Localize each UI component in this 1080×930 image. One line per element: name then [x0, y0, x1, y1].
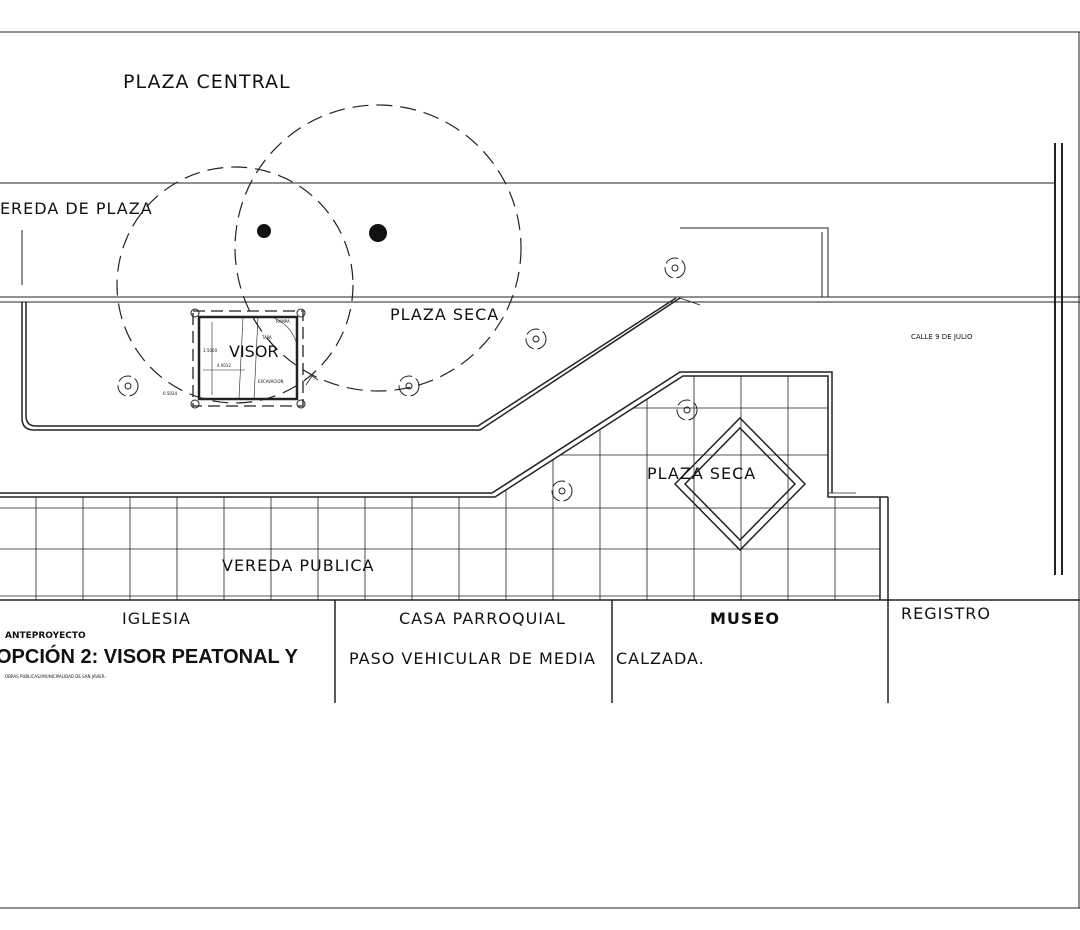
tree-symbol-icon: [664, 257, 686, 279]
tree-center: [683, 406, 691, 414]
tb-registro: REGISTRO: [901, 604, 991, 623]
paving-grid: [0, 376, 880, 600]
tree-symbol-icon: [676, 399, 698, 421]
tb-title-part3: CALZADA.: [616, 649, 705, 668]
tree-symbol-icon: [551, 480, 573, 502]
tree-canopy-circles: [116, 104, 522, 404]
visor-dim-width: 4.0012: [217, 363, 231, 368]
label-vereda-publica: VEREDA PUBLICA: [222, 556, 375, 575]
tree-symbol-icon: [398, 375, 420, 397]
table-lines: [0, 497, 1080, 703]
label-plaza-seca: PLAZA SECA: [390, 305, 500, 324]
lower-plaza-outline: [0, 371, 888, 498]
tb-title-part1: OPCIÓN 2: VISOR PEATONAL Y: [0, 646, 298, 668]
tree-center: [671, 264, 679, 272]
plaza-seca-island: [21, 297, 701, 431]
label-vereda-de-plaza: VEREDA DE PLAZA: [0, 199, 153, 218]
tree-center: [532, 335, 540, 343]
tb-anteproyecto: ANTEPROYECTO: [5, 631, 86, 641]
label-plaza-central: PLAZA CENTRAL: [123, 71, 291, 93]
visor-note: TAPA: [262, 335, 272, 340]
visor-excavacion: EXCAVACION: [258, 379, 284, 384]
tree-symbol-icon: [117, 375, 139, 397]
label-visor: VISOR: [229, 342, 279, 361]
tree-symbol-icon: [525, 328, 547, 350]
tb-iglesia: IGLESIA: [122, 609, 191, 628]
street-lines: [0, 143, 1080, 575]
tree-center: [558, 487, 566, 495]
visor-rampa: RAMPA: [276, 319, 290, 324]
label-calle: CALLE 9 DE JULIO: [911, 333, 973, 341]
tree-trunks: [257, 224, 387, 242]
label-plaza-seca-lower: PLAZA SECA: [647, 464, 757, 483]
tb-casa-parroquial: CASA PARROQUIAL: [399, 609, 566, 628]
small-tree-symbols: [117, 257, 698, 502]
visor-structure: [190, 308, 319, 409]
tree-center: [124, 382, 132, 390]
diamond-planter: [673, 416, 807, 552]
tb-museo: MUSEO: [710, 609, 780, 628]
visor-dim-small: 0.5034: [163, 391, 177, 396]
drawing-frame: [0, 31, 1080, 909]
visor-dim-height: 3.5000: [203, 348, 217, 353]
tb-title-part2: PASO VEHICULAR DE MEDIA: [349, 649, 596, 668]
tree-center: [405, 382, 413, 390]
tb-credit: OBRAS PUBLICAS//MUNICIPALIDAD DE SAN JAV…: [5, 674, 108, 679]
